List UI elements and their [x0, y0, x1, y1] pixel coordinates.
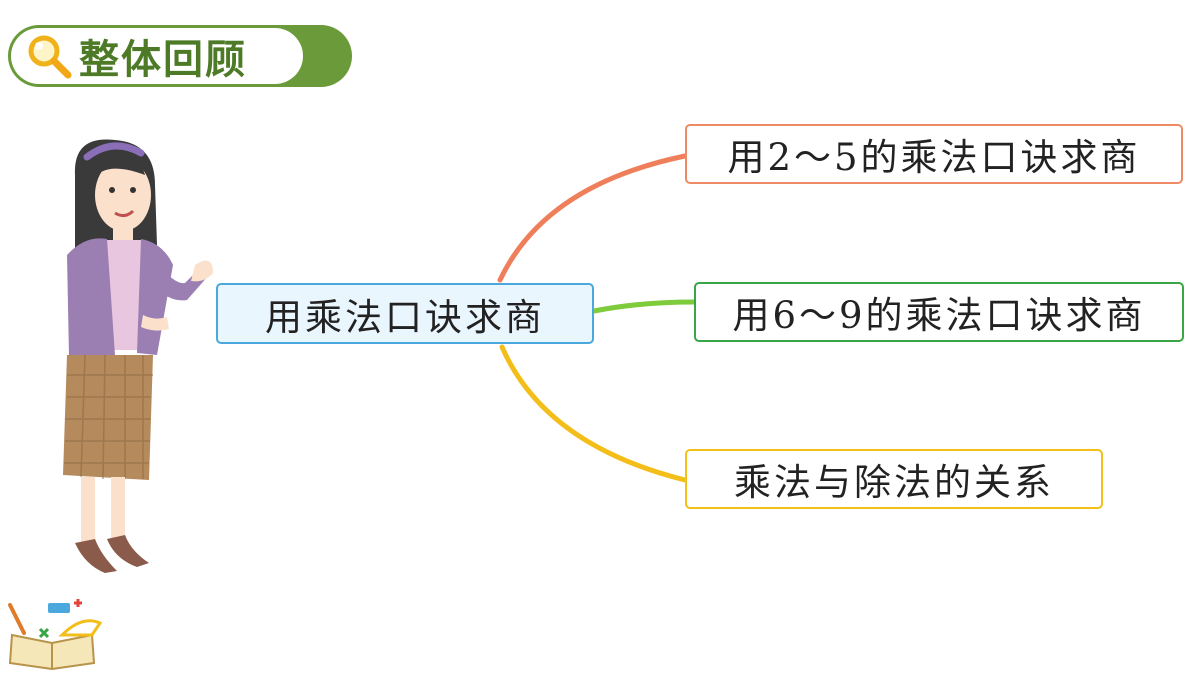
header-label-pill: 整体回顾	[11, 28, 303, 84]
page-title: 整体回顾	[79, 37, 247, 83]
teacher-illustration	[63, 139, 213, 573]
book-decoration-icon	[8, 599, 102, 670]
branch-2-label: 用6～9的乘法口诀求商	[732, 294, 1146, 337]
mindmap-branch-3: 乘法与除法的关系	[685, 449, 1103, 509]
connector-branch-1	[497, 153, 688, 283]
mindmap-branch-1: 用2～5的乘法口诀求商	[685, 124, 1183, 184]
magnifier-icon	[28, 35, 72, 79]
connector-branch-2	[591, 299, 697, 314]
center-node-label: 用乘法口诀求商	[265, 295, 545, 339]
section-header: 整体回顾	[8, 25, 352, 87]
branch-3-label: 乘法与除法的关系	[734, 461, 1054, 504]
branch-1-label: 用2～5的乘法口诀求商	[727, 136, 1141, 179]
mindmap-branch-2: 用6～9的乘法口诀求商	[694, 282, 1184, 342]
mindmap-center-node: 用乘法口诀求商	[216, 283, 594, 344]
connector-branch-3	[499, 344, 688, 483]
